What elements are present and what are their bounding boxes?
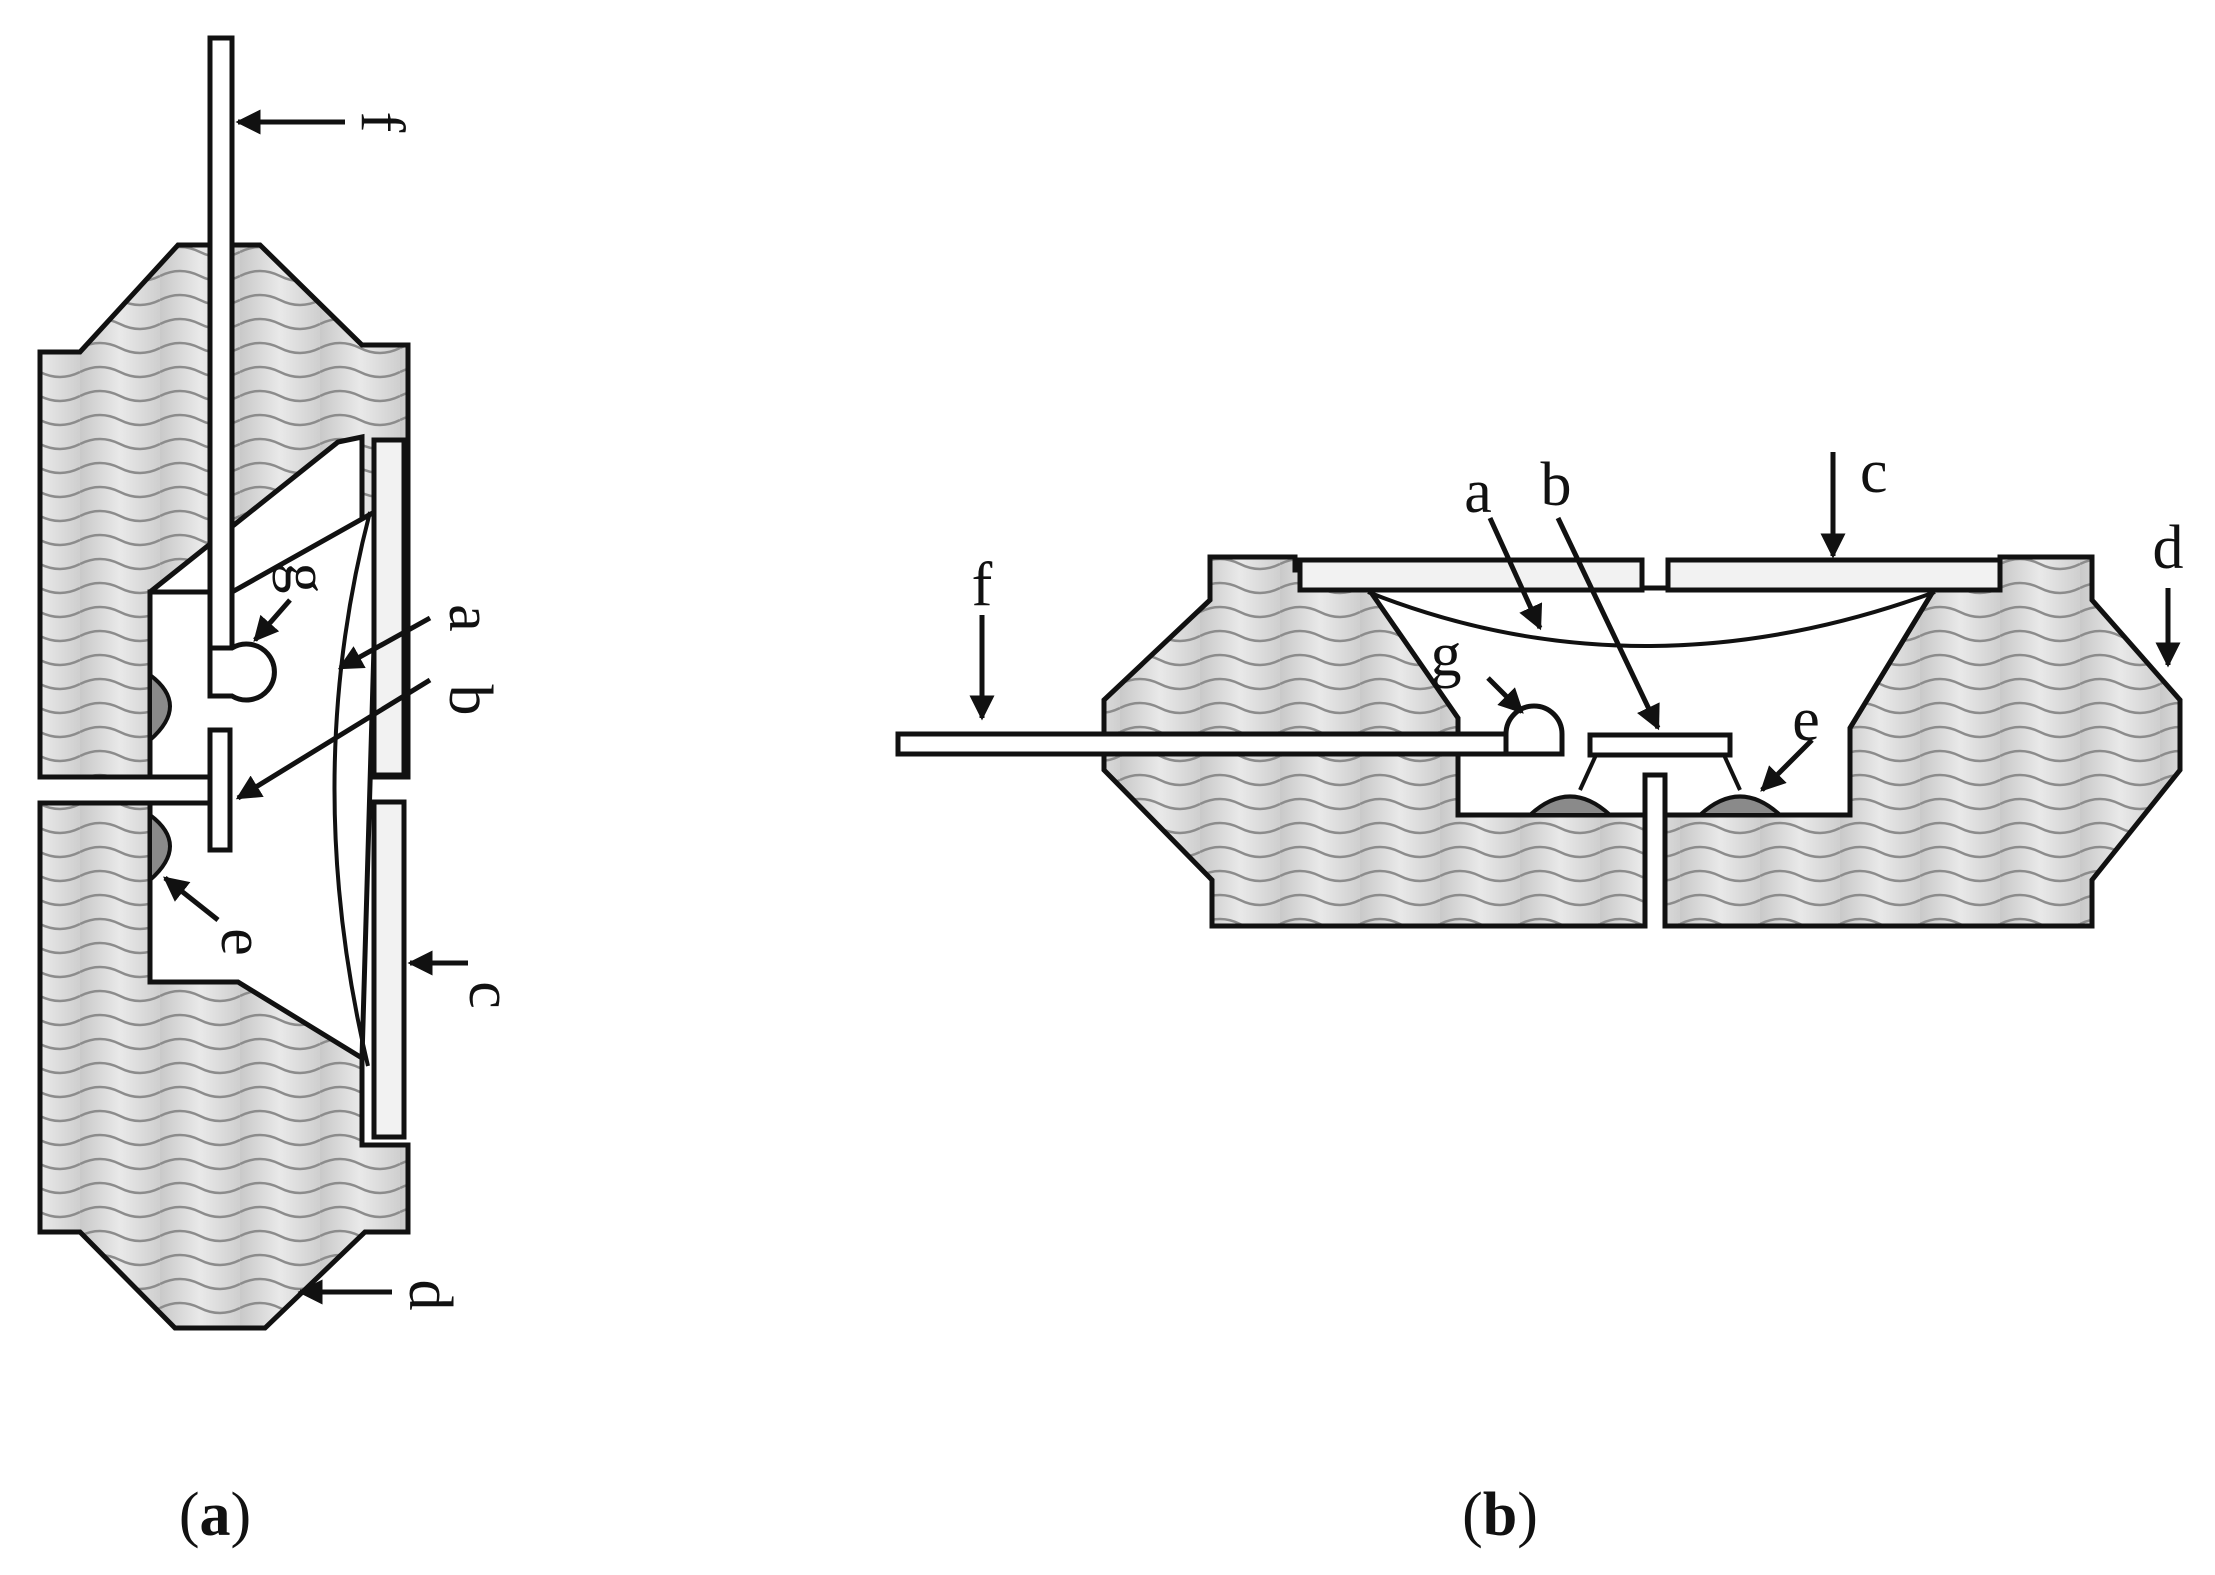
panel-b-arrow-b: [1555, 516, 1661, 731]
panel-b-beam: [1587, 732, 1733, 758]
panel-b-cover-plate-right: [1665, 557, 2003, 593]
panel-b-label-c: c: [1860, 438, 1888, 506]
panel-a-arrow-g: [253, 598, 292, 642]
panel-a-label-g: g: [272, 563, 340, 594]
panel-a: f g a b e c d (a): [37, 35, 524, 1549]
panel-b-arrow-a: [1487, 516, 1543, 631]
panel-b-beam-leg-left: [1578, 754, 1598, 791]
panel-b-label-f: f: [972, 551, 993, 619]
panel-b-arrow-e: [1760, 738, 1814, 792]
panel-a-solder-lower: [148, 810, 172, 885]
panel-a-label-d: d: [396, 1280, 464, 1311]
panel-b-arrow-g: [1486, 676, 1524, 714]
panel-b-label-g: g: [1431, 621, 1462, 689]
panel-a-label-e: e: [208, 928, 276, 956]
panel-a-label-c: c: [456, 981, 524, 1009]
panel-b-solder-left: [1524, 794, 1616, 817]
panel-b: f a b c d g e (b): [895, 438, 2184, 1549]
panel-a-arrow-b: [235, 677, 432, 801]
panel-a-caption: (a): [179, 1481, 251, 1549]
panel-a-cover-plate-upper: [371, 437, 407, 778]
panel-a-lead-wire: [207, 35, 235, 651]
panel-b-solder-right: [1694, 794, 1786, 817]
panel-b-label-d: d: [2153, 514, 2184, 582]
panel-a-beam: [207, 727, 233, 853]
panel-b-label-b: b: [1541, 451, 1572, 519]
panel-a-label-f: f: [348, 112, 416, 133]
panel-b-diaphragm: [1367, 590, 1936, 648]
panel-b-beam-leg-right: [1722, 754, 1742, 791]
panel-a-cover-plate-lower: [371, 799, 407, 1140]
panel-b-lead-wire: [895, 731, 1511, 757]
panel-b-label-e: e: [1792, 686, 1820, 754]
panel-b-label-a: a: [1464, 458, 1492, 526]
panel-a-diaphragm: [332, 511, 372, 1067]
panel-a-label-a: a: [436, 604, 504, 632]
panel-b-caption: (b): [1462, 1481, 1538, 1549]
panel-a-solder-upper: [148, 670, 172, 745]
panel-b-ball-bond: [1503, 703, 1565, 757]
panel-a-arrow-a: [337, 615, 432, 671]
panel-a-arrow-e: [163, 876, 220, 922]
panel-a-ball-bond: [207, 641, 277, 703]
panel-a-label-b: b: [436, 685, 504, 716]
